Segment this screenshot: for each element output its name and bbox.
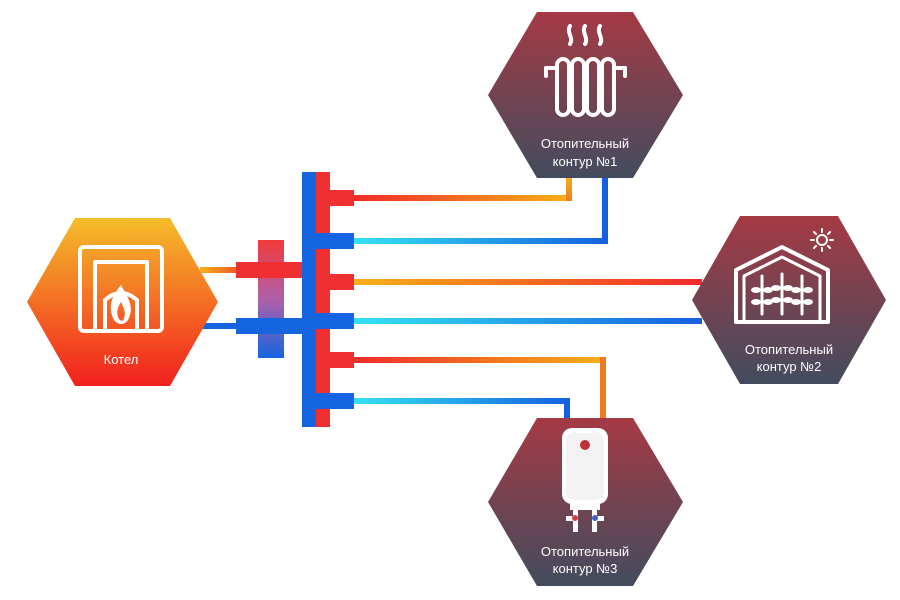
boiler-node: Котел bbox=[27, 218, 218, 386]
circuit2-node: Отопительный контур №2 bbox=[692, 216, 886, 384]
circuit3-node: Отопительный контур №3 bbox=[488, 418, 683, 586]
circuit3-label-line2: контур №3 bbox=[553, 561, 618, 576]
circuit3-return-pipe bbox=[352, 398, 570, 404]
water-heater-icon bbox=[562, 428, 608, 532]
circuit1-node: Отопительный контур №1 bbox=[488, 12, 683, 178]
manifold-outlet-3-return bbox=[316, 393, 354, 409]
circuit1-return-pipe bbox=[352, 238, 608, 244]
flame-icon bbox=[110, 285, 131, 324]
circuit1-supply-riser bbox=[566, 176, 572, 201]
circuit2-label-line2: контур №2 bbox=[757, 359, 822, 374]
circuit3-supply-riser bbox=[600, 357, 606, 420]
manifold-outlet-3-supply bbox=[316, 352, 354, 368]
circuit3-return-riser bbox=[564, 398, 570, 420]
manifold-outlet-2-return bbox=[316, 313, 354, 329]
circuit1-supply-pipe bbox=[352, 195, 570, 201]
manifold-outlet-1-return bbox=[316, 233, 354, 249]
manifold-outlet-1-supply bbox=[316, 190, 354, 206]
circuit3-supply-pipe bbox=[352, 357, 606, 363]
circuit1-label-line2: контур №1 bbox=[553, 154, 618, 169]
plant-icons bbox=[751, 272, 813, 316]
circuit2-return-pipe bbox=[352, 318, 702, 324]
circuit1-return-riser bbox=[602, 176, 608, 244]
manifold-outlet-2-supply bbox=[316, 274, 354, 290]
circuit2-supply-pipe bbox=[352, 279, 702, 285]
circuit2-label-line1: Отопительный bbox=[745, 342, 833, 357]
sun-icon bbox=[810, 228, 834, 252]
distribution-manifold bbox=[302, 172, 354, 427]
boiler-supply-pipe bbox=[200, 267, 242, 273]
boiler-label: Котел bbox=[104, 352, 139, 367]
boiler-return-pipe bbox=[200, 323, 242, 329]
circuit1-label-line1: Отопительный bbox=[541, 136, 629, 151]
hydraulic-separator bbox=[236, 240, 306, 358]
greenhouse-icon bbox=[734, 245, 830, 324]
circuit3-label-line1: Отопительный bbox=[541, 544, 629, 559]
radiator-icon bbox=[544, 24, 627, 117]
